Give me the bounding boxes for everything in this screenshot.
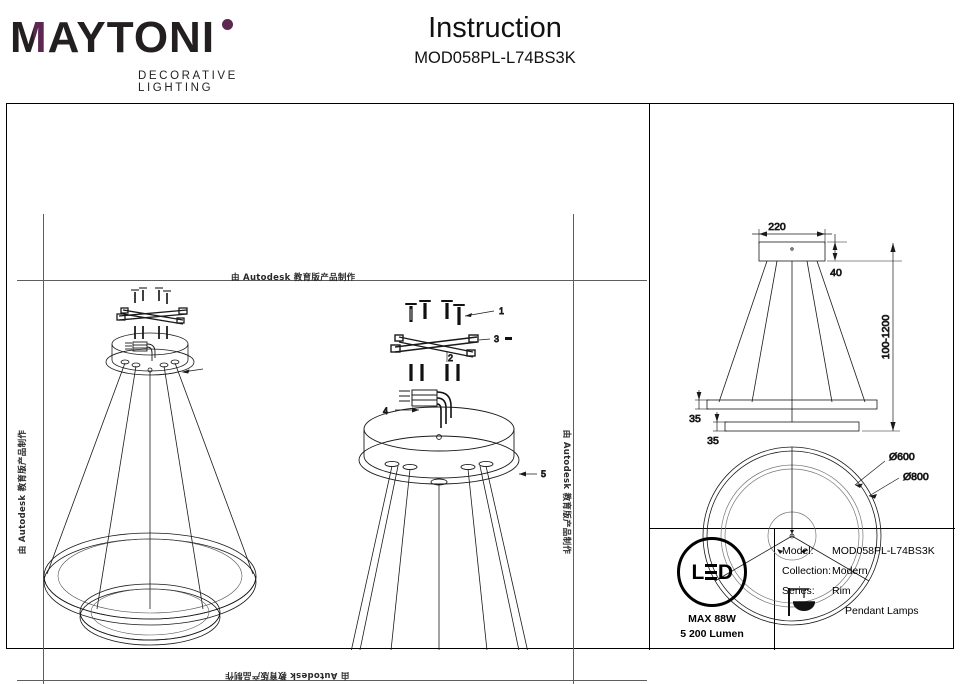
technical-dimension-drawing: 220 40 100-1200 35 bbox=[689, 221, 929, 626]
spec-value-collection: Modern bbox=[832, 565, 868, 577]
frame-vertical-divider bbox=[649, 104, 650, 650]
spec-label-model: Model: bbox=[782, 545, 814, 557]
dim-canopy-height: 40 bbox=[830, 267, 842, 279]
model-code: MOD058PL-L74BS3K bbox=[414, 49, 576, 67]
callout-5: 5 bbox=[541, 469, 546, 479]
logo-dot-icon bbox=[222, 19, 233, 30]
spec-label-collection: Collection: bbox=[782, 565, 832, 577]
led-letter-l: L bbox=[691, 560, 705, 584]
watermark-line-left bbox=[43, 214, 44, 684]
pendant-lamp-icon bbox=[788, 588, 815, 616]
dim-diameter-outer: Ø800 bbox=[903, 471, 929, 483]
logo-wordmark: MAYTONI bbox=[10, 12, 215, 64]
watermark-top: 由 Autodesk 教育版产品制作 bbox=[231, 273, 356, 283]
led-letter-d: D bbox=[717, 560, 733, 584]
dim-canopy-width: 220 bbox=[768, 221, 786, 233]
logo-wordmark-text: MAYTONI bbox=[10, 13, 216, 62]
document-header: MAYTONI DECORATIVE LIGHTING Instruction … bbox=[0, 0, 960, 100]
dim-outer-ring-thickness: 35 bbox=[689, 413, 701, 425]
watermark-line-right bbox=[573, 214, 574, 684]
led-letter-e bbox=[704, 564, 717, 580]
frame-horizontal-divider bbox=[649, 528, 955, 529]
callout-3: 3 bbox=[494, 334, 499, 344]
led-max-wattage: MAX 88W bbox=[688, 613, 736, 625]
spec-value-model: MOD058PL-L74BS3K bbox=[832, 545, 935, 557]
perspective-assembly-drawing bbox=[43, 287, 257, 646]
dim-diameter-inner: Ø600 bbox=[889, 451, 915, 463]
exploded-canopy-drawing: 1 3 bbox=[350, 300, 546, 650]
maytoni-logo: MAYTONI DECORATIVE LIGHTING bbox=[10, 12, 300, 94]
watermark-bottom: 由 Autodesk 教育版产品制作 bbox=[225, 670, 350, 680]
product-spec-cell: Model: MOD058PL-L74BS3K Collection: Mode… bbox=[775, 529, 955, 650]
spec-row-category: Pendant Lamps bbox=[845, 605, 919, 617]
watermark-line-top bbox=[17, 280, 647, 281]
led-lumen-output: 5 200 Lumen bbox=[680, 628, 744, 640]
drawing-frame: 由 Autodesk 教育版产品制作 由 Autodesk 教育版产品制作 由 … bbox=[6, 103, 955, 684]
page-title: Instruction bbox=[428, 12, 562, 44]
info-panel-divider bbox=[774, 528, 775, 650]
logo-tagline: DECORATIVE LIGHTING bbox=[138, 70, 238, 94]
dim-suspension-range: 100-1200 bbox=[880, 315, 892, 360]
dim-inner-ring-thickness: 35 bbox=[707, 435, 719, 447]
spec-label-series: Series: bbox=[782, 585, 815, 597]
callout-1: 1 bbox=[499, 306, 504, 316]
spec-value-series: Rim bbox=[832, 585, 851, 597]
callout-2: 2 bbox=[448, 353, 453, 363]
callout-4: 4 bbox=[383, 406, 388, 416]
title-block: Instruction MOD058PL-L74BS3K bbox=[330, 10, 660, 69]
